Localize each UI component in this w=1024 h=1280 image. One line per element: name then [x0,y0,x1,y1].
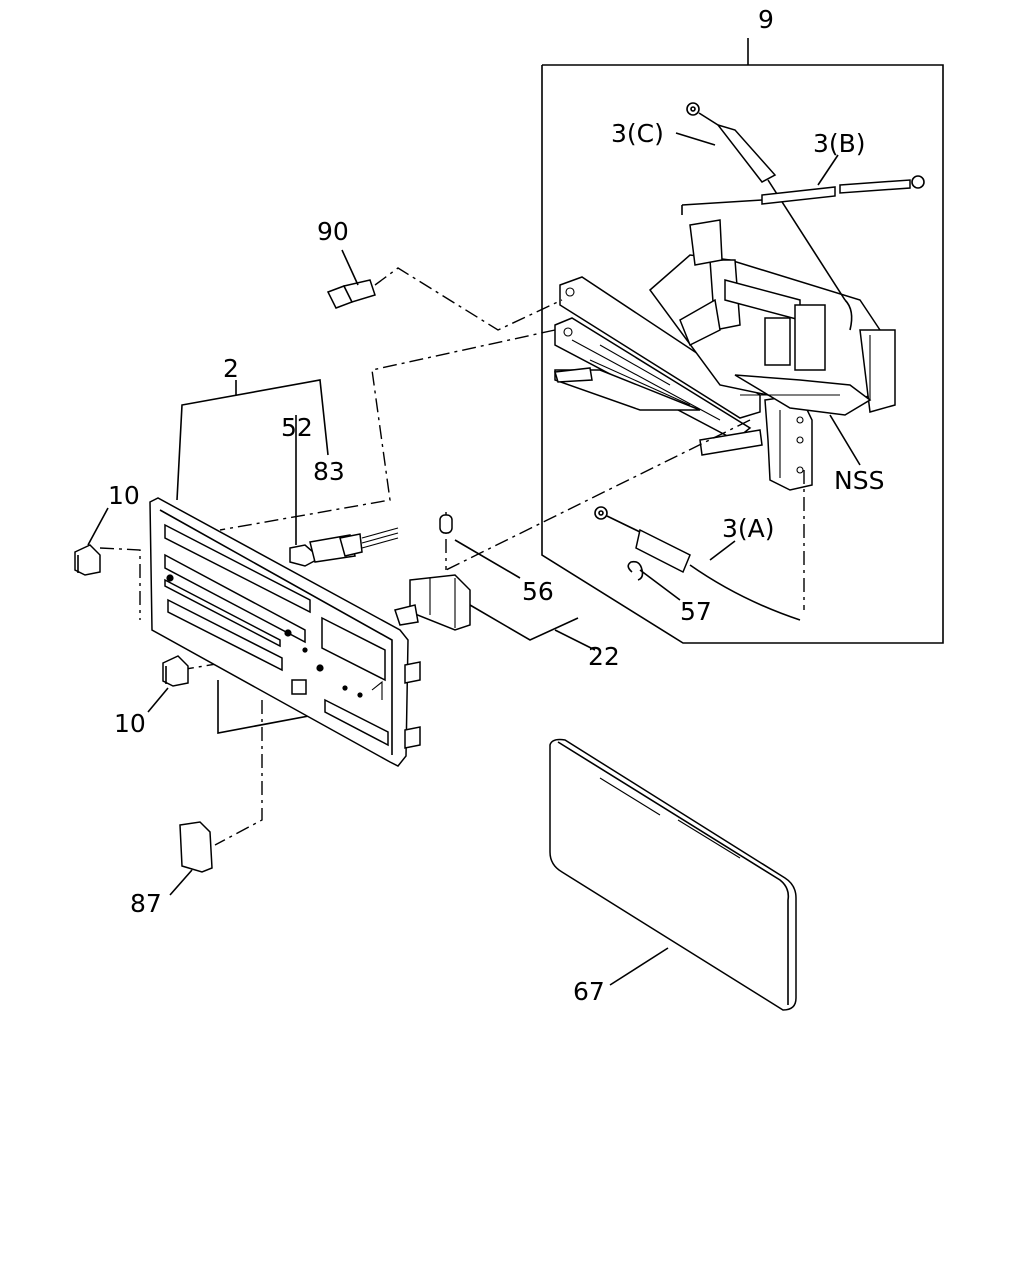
label-10-lower: 10 [114,709,146,738]
label-10-upper: 10 [108,481,140,510]
lens-plate-67 [549,738,797,1011]
assembly-9-frame [541,38,944,644]
label-3a: 3(A) [722,514,775,543]
label-bracket-lines [176,379,331,734]
label-22: 22 [588,642,620,671]
label-67: 67 [573,977,605,1006]
label-52: 52 [281,413,313,442]
bulb-socket-52-83 [289,527,399,567]
knob-cap-10-upper [74,507,109,576]
label-87: 87 [130,889,162,918]
label-3b: 3(B) [813,129,866,158]
label-nss: NSS [834,466,884,495]
control-bracket-assembly [554,219,896,491]
bulb-56 [439,514,521,579]
label-2: 2 [223,354,239,383]
callout-labels: 9 3(C) 3(B) 90 2 52 83 NSS 10 3(A) 56 57… [108,5,884,1006]
label-90: 90 [317,217,349,246]
label-57: 57 [680,597,712,626]
control-face-panel-2 [149,497,421,767]
switch-22 [394,574,596,651]
bolt-90 [326,249,563,331]
cable-3b [681,154,925,215]
label-9: 9 [758,5,774,34]
label-83: 83 [313,457,345,486]
cap-87 [169,821,213,896]
clip-57 [627,560,681,601]
cable-3a [594,506,801,621]
knob-cap-10-lower [147,655,189,713]
label-56: 56 [522,577,554,606]
label-3c: 3(C) [611,119,664,148]
